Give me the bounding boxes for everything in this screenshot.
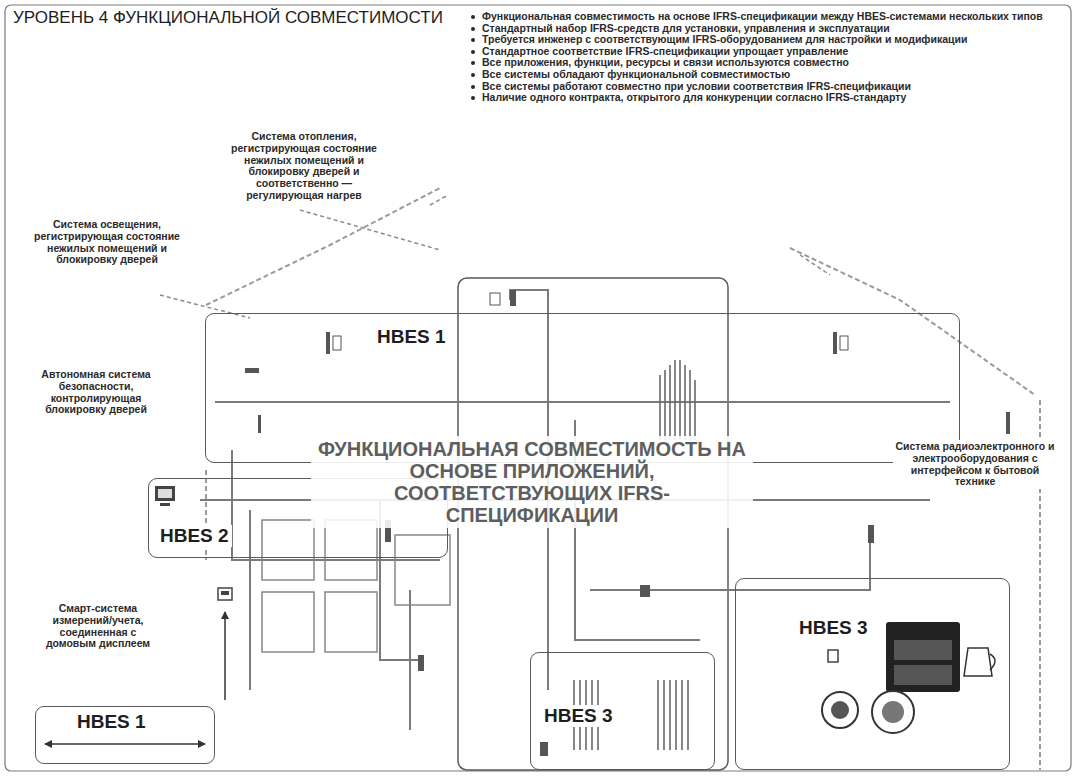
- bullet-dot: [471, 61, 475, 65]
- system-label: HBES 2: [157, 525, 232, 547]
- bullet-dot: [471, 38, 475, 42]
- hbes-box: HBES 3: [530, 652, 715, 770]
- bullet-dot: [471, 27, 475, 31]
- radiator-symbol: [574, 360, 695, 750]
- hbes-box: HBES 1: [35, 706, 215, 764]
- bullet-text: Функциональная совместимость на основе I…: [468, 11, 1060, 23]
- bullet-text: Наличие одного контракта, открытого для …: [468, 92, 1060, 104]
- room-grid: [262, 520, 450, 652]
- bullet-dot: [471, 73, 475, 77]
- wiring: [200, 290, 950, 730]
- bullet-dot: [471, 96, 475, 100]
- bullet-text: Стандартное соответствие IFRS-спецификац…: [468, 46, 1060, 58]
- bullet-list: Функциональная совместимость на основе I…: [468, 11, 1060, 104]
- bullet-dot: [471, 85, 475, 89]
- overlay-heading: ФУНКЦИОНАЛЬНАЯ СОВМЕСТИМОСТЬ НА ОСНОВЕ П…: [311, 436, 753, 528]
- meter-icon: [218, 588, 232, 600]
- double-arrow: [45, 743, 205, 745]
- callout-text: Смарт-система измерений/учета, соединенн…: [34, 602, 162, 651]
- frame: [5, 5, 1071, 771]
- bullet-text: Все системы работают совместно при услов…: [468, 81, 1060, 93]
- bullet-text: Все приложения, функции, ресурсы и связи…: [468, 57, 1060, 69]
- bullet-text: Стандартный набор IFRS-средств для устан…: [468, 23, 1060, 35]
- callout-text: Система радиоэлектронного и электрообору…: [893, 440, 1057, 489]
- diagram-title: УРОВЕНЬ 4 ФУНКЦИОНАЛЬНОЙ СОВМЕСТИМОСТИ: [13, 8, 443, 28]
- arrow: [224, 612, 226, 700]
- callout-text: Автономная система безопасности, контрол…: [26, 368, 166, 417]
- bullet-dot: [471, 15, 475, 19]
- system-label: HBES 1: [74, 711, 149, 733]
- system-label: HBES 3: [541, 705, 616, 727]
- system-label: HBES 1: [374, 326, 449, 348]
- bullet-dot: [471, 50, 475, 54]
- leader-lines: [160, 195, 830, 318]
- system-label: HBES 3: [796, 617, 871, 639]
- hbes-box: HBES 3: [735, 578, 1010, 770]
- device-symbol: [245, 290, 1010, 756]
- callout-text: Система отопления, регистрирующая состоя…: [222, 130, 386, 203]
- computer-icon: [155, 486, 175, 506]
- bullet-text: Требуется инженер с соответствующим IFRS…: [468, 34, 1060, 46]
- callout-text: Система освещения, регистрирующая состоя…: [30, 218, 184, 267]
- bullet-text: Все системы обладают функциональной совм…: [468, 69, 1060, 81]
